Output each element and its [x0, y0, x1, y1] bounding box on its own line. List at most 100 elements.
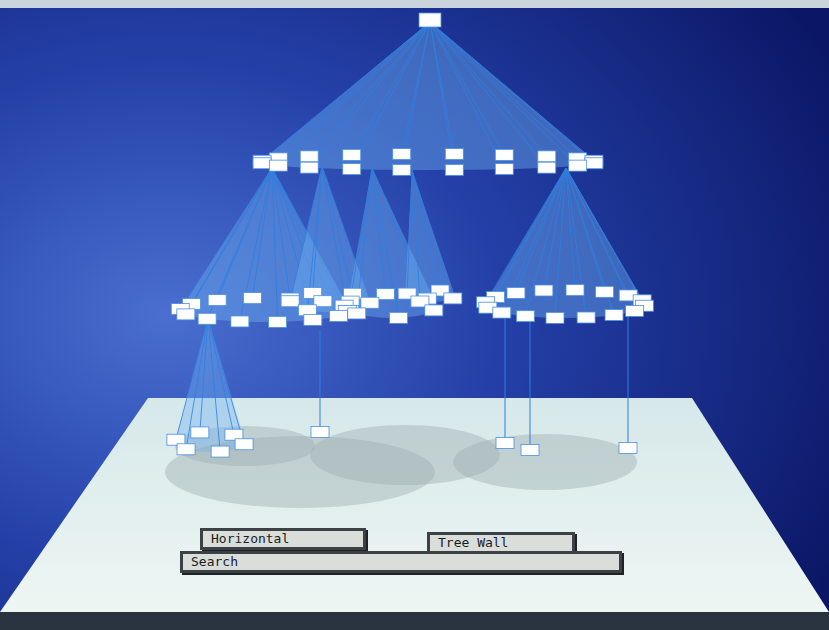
tree-node-card: [605, 310, 623, 321]
tree-node-card: [343, 164, 361, 175]
monitor-frame: [0, 612, 829, 630]
cone-link: [525, 168, 566, 316]
tree-node-card: [177, 309, 195, 320]
tree-node-card: [538, 151, 556, 162]
hanging-link: [628, 314, 629, 448]
tree-node-card: [300, 162, 318, 173]
cone: [405, 170, 455, 302]
tree-node-card: [231, 316, 249, 327]
tree-node-card: [596, 286, 614, 297]
floor-shadows: [165, 425, 637, 508]
tree-node-card: [208, 295, 226, 306]
cone-link: [502, 168, 566, 313]
cone-link: [430, 22, 578, 166]
cone-link: [313, 166, 322, 293]
cone-link: [208, 318, 220, 452]
cone-link: [412, 170, 440, 291]
cone-link: [430, 22, 504, 169]
tree-node-card: [493, 307, 511, 318]
control-button: Search: [180, 551, 622, 573]
cone-link: [412, 170, 453, 298]
tree-node-card: [393, 164, 411, 175]
cone: [485, 168, 645, 318]
tree-node-card: [585, 158, 603, 169]
cone-link: [262, 22, 430, 161]
cone-link: [322, 166, 353, 294]
button-label: Horizontal: [211, 532, 289, 546]
cone-link: [278, 22, 430, 166]
tree-node-card: [393, 149, 411, 160]
cone-link: [208, 318, 234, 435]
cone-link: [240, 168, 272, 321]
tree-node-card: [311, 427, 329, 438]
hanging-link: [505, 310, 506, 443]
tree-node-card: [425, 305, 443, 316]
tree-node-card: [619, 443, 637, 454]
cone-link: [566, 168, 575, 290]
cone-link: [186, 168, 272, 314]
cone-link: [516, 168, 566, 293]
tree-node-card: [269, 160, 287, 171]
tree-node-card: [507, 287, 525, 298]
tree-node-card: [419, 13, 441, 27]
cone-link: [566, 168, 644, 306]
tree-node-card: [361, 297, 379, 308]
tree-node-card: [569, 160, 587, 171]
cone-link: [191, 168, 272, 304]
hanging-link: [530, 316, 531, 450]
tree-node-card: [521, 445, 539, 456]
cone-link: [176, 318, 208, 440]
tree-node-card: [535, 285, 553, 296]
button-label: Search: [191, 555, 238, 569]
tree-node-card: [269, 316, 287, 327]
tree-node-card: [330, 311, 348, 322]
cone-link: [430, 22, 504, 155]
tree-node-card: [546, 312, 564, 323]
cone-link: [430, 22, 594, 161]
cone-link: [290, 166, 322, 301]
cone-link: [486, 168, 566, 302]
tree-node-card: [516, 311, 534, 322]
cone-link: [200, 318, 208, 432]
cone-link: [402, 22, 430, 154]
tree-node-card: [300, 151, 318, 162]
cone-link: [309, 22, 430, 156]
cone-link: [350, 168, 372, 302]
cone-link: [566, 168, 586, 318]
tree-node-card: [496, 438, 514, 449]
tree-node-card: [390, 312, 408, 323]
tree-node-card: [191, 427, 209, 438]
tree-node-card: [625, 305, 643, 316]
tree-node-card: [281, 296, 299, 307]
cone-link: [278, 22, 430, 158]
cone-link: [372, 168, 385, 294]
cone-link: [180, 168, 272, 309]
tree-node-card: [243, 293, 261, 304]
tree-node-card: [211, 446, 229, 457]
cone-link: [262, 22, 430, 163]
tree-node-card: [445, 164, 463, 175]
tree-node-card: [444, 293, 462, 304]
tree-node-card: [577, 312, 595, 323]
cone-link: [544, 168, 566, 290]
floor-plane: [0, 398, 829, 612]
cone-link: [207, 168, 272, 319]
screen-edge: [0, 0, 829, 8]
cone-link: [496, 168, 566, 297]
cone-link: [488, 168, 566, 308]
cone-link: [372, 168, 399, 318]
tree-node-card: [235, 439, 253, 450]
tree-node-card: [177, 444, 195, 455]
cone: [290, 166, 370, 312]
tree-node-card: [304, 314, 322, 325]
cone-tree: [167, 13, 653, 457]
tree-node-card: [566, 285, 584, 296]
tree-node-card: [348, 308, 366, 319]
cone: [175, 318, 245, 452]
cone-link: [430, 22, 594, 163]
